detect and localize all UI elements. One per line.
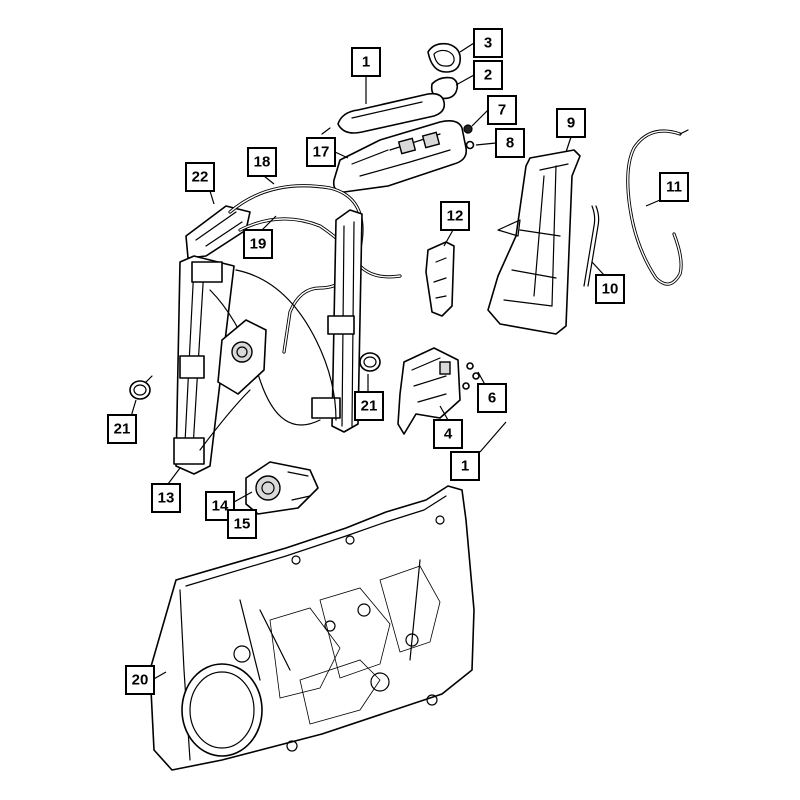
svg-text:1: 1: [461, 458, 469, 475]
callout-3: 3: [473, 28, 503, 58]
svg-text:10: 10: [602, 281, 619, 298]
callout-21-right: 21: [354, 391, 384, 421]
part-window-motor: [245, 461, 319, 515]
svg-text:15: 15: [234, 516, 251, 533]
svg-text:8: 8: [506, 135, 514, 152]
leader-lines: [129, 42, 661, 681]
callout-18: 18: [247, 147, 277, 177]
callout-6: 6: [477, 383, 507, 413]
svg-text:20: 20: [132, 672, 149, 689]
svg-text:3: 3: [484, 35, 492, 52]
callout-13: 13: [151, 483, 181, 513]
part-screws: [462, 362, 480, 390]
callout-1-bottom: 1: [450, 451, 480, 481]
part-handle-gasket: [427, 42, 462, 73]
part-window-regulator: [173, 255, 337, 475]
svg-text:19: 19: [250, 236, 267, 253]
svg-text:21: 21: [361, 398, 378, 415]
callout-10: 10: [595, 274, 625, 304]
callout-4: 4: [433, 419, 463, 449]
callout-19: 19: [243, 229, 273, 259]
svg-text:22: 22: [192, 169, 209, 186]
part-door-module-carrier: [149, 485, 475, 771]
svg-text:7: 7: [498, 102, 506, 119]
callout-20: 20: [125, 665, 155, 695]
svg-text:18: 18: [254, 154, 271, 171]
callout-1-top: 1: [351, 47, 381, 77]
svg-text:6: 6: [488, 390, 496, 407]
part-latch-bracket: [487, 149, 581, 335]
svg-text:17: 17: [313, 144, 330, 161]
part-bracket-plate: [425, 241, 455, 317]
callout-15: 15: [227, 509, 257, 539]
part-clip-7: [463, 124, 473, 134]
part-regulator-rail-right: [311, 209, 363, 433]
part-clip-8: [465, 140, 475, 150]
callout-2: 2: [473, 60, 503, 90]
svg-text:1: 1: [362, 54, 370, 71]
callout-17: 17: [306, 137, 336, 167]
svg-text:14: 14: [212, 498, 229, 515]
part-regulator-bracket: [185, 205, 251, 259]
callout-22: 22: [185, 162, 215, 192]
part-grommet-right: [359, 352, 381, 372]
callout-7: 7: [487, 95, 517, 125]
svg-text:12: 12: [447, 208, 464, 225]
svg-text:2: 2: [484, 67, 492, 84]
callout-21-left: 21: [107, 414, 137, 444]
svg-text:11: 11: [666, 179, 682, 196]
svg-text:13: 13: [158, 490, 175, 507]
part-grommet-left: [129, 375, 153, 400]
callout-12: 12: [440, 201, 470, 231]
svg-text:4: 4: [444, 426, 453, 443]
callout-8: 8: [495, 128, 525, 158]
part-release-cable: [626, 129, 689, 286]
svg-text:9: 9: [567, 115, 575, 132]
callout-11: 11: [659, 172, 689, 202]
part-door-latch: [397, 347, 461, 435]
svg-text:21: 21: [114, 421, 131, 438]
part-latch-rod: [583, 205, 600, 287]
callout-9: 9: [556, 108, 586, 138]
part-outside-handle: [321, 92, 446, 135]
